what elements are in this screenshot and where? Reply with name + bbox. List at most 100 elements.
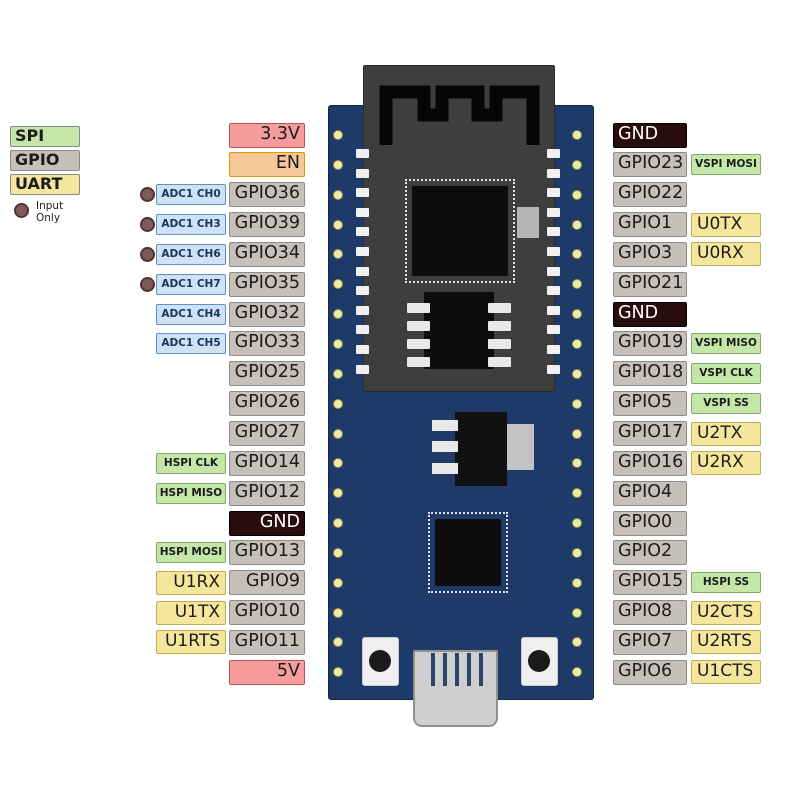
pin-func-u1rts: U1RTS [156,630,226,655]
pin-gpio15: GPIO15 [613,570,687,596]
pin-func-adc1-ch0: ADC1 CH0 [156,184,226,206]
pin-hole [333,637,343,648]
boot-button [362,637,399,686]
pin-func-u0rx: U0RX [691,242,761,267]
module-pad [356,345,369,354]
pin-hole [333,518,343,529]
pin-hole [333,368,343,379]
pin-gpio35: GPIO35 [229,271,305,297]
pin-gnd: GND [229,510,305,536]
pin-gpio13: GPIO13 [229,540,305,566]
pin-func-vspi-ss: VSPI SS [691,393,761,415]
pin-hole [333,309,343,320]
pin-3-3v: 3.3V [229,122,305,148]
pin-gpio22: GPIO22 [613,182,687,208]
input-only-icon [140,187,155,203]
pin-hole [333,607,343,618]
pin-hole [572,547,582,558]
pin-func-vspi-clk: VSPI CLK [691,363,761,385]
pin-gpio6: GPIO6 [613,659,687,685]
pin-hole [333,398,343,409]
flash-pin [488,321,511,331]
pin-gpio33: GPIO33 [229,331,305,357]
module-pad [356,188,369,198]
pin-5v: 5V [229,659,305,685]
flash-chip [424,292,494,369]
pin-gnd: GND [613,122,687,148]
module-pad [356,207,369,217]
pin-hole [333,338,343,349]
pin-gpio1: GPIO1 [613,212,687,238]
pin-gpio16: GPIO16 [613,450,687,476]
module-pad [356,305,369,315]
pin-hole [333,279,343,290]
usb-slot [479,653,483,686]
input-only-icon [14,203,29,218]
pin-gpio32: GPIO32 [229,301,305,327]
regulator-tab [507,424,534,470]
pin-func-hspi-ss: HSPI SS [691,572,761,594]
module-pad [547,207,560,217]
flash-pin [488,303,511,313]
input-only-icon [140,217,155,233]
pin-hole [333,458,343,469]
module-pad [547,247,560,256]
pin-hole [572,667,582,678]
regulator-pin [432,463,458,474]
module-pad [547,188,560,198]
pin-func-adc1-ch4: ADC1 CH4 [156,303,226,325]
antenna-icon [379,85,540,145]
pin-gpio8: GPIO8 [613,600,687,626]
pin-gpio23: GPIO23 [613,152,687,178]
usb-uart-chip-die [435,519,501,586]
pin-gpio11: GPIO11 [229,629,305,655]
module-pad [356,364,369,374]
pin-func-u1tx: U1TX [156,600,226,625]
pin-func-u2rts: U2RTS [691,630,761,655]
pin-gpio39: GPIO39 [229,212,305,238]
pin-hole [333,488,343,499]
pin-func-adc1-ch5: ADC1 CH5 [156,333,226,355]
pin-gpio25: GPIO25 [229,361,305,387]
pin-gpio4: GPIO4 [613,480,687,506]
pin-func-u1rx: U1RX [156,570,226,595]
module-pad [356,227,369,237]
pin-gpio27: GPIO27 [229,421,305,446]
pin-hole [572,488,582,499]
pin-gpio17: GPIO17 [613,421,687,446]
legend-gpio: GPIO [10,150,80,171]
usb-slot [467,653,471,686]
usb-slot [431,653,435,686]
pin-hole [572,607,582,618]
module-pad [547,325,560,335]
pin-hole [572,518,582,529]
pin-gpio7: GPIO7 [613,629,687,655]
pin-hole [572,637,582,648]
pin-func-adc1-ch7: ADC1 CH7 [156,273,226,295]
pin-hole [572,130,582,140]
pin-hole [572,398,582,409]
pin-hole [333,577,343,588]
pin-hole [572,279,582,290]
pin-func-u1cts: U1CTS [691,660,761,685]
module-pad [356,286,369,296]
pin-gpio10: GPIO10 [229,600,305,626]
regulator-pin [432,441,458,452]
pin-func-adc1-ch3: ADC1 CH3 [156,214,226,236]
pin-gpio2: GPIO2 [613,540,687,566]
pin-en: EN [229,152,305,178]
pin-func-u2cts: U2CTS [691,600,761,625]
module-pad [356,168,369,178]
pin-hole [333,547,343,558]
pin-hole [333,219,343,230]
flash-pin [488,357,511,367]
input-only-label: Input Only [36,200,64,224]
usb-slot [443,653,447,686]
usb-slot [455,653,459,686]
esp32-chip-die [412,186,508,276]
input-only-icon [140,246,155,262]
module-pad [356,149,369,158]
pin-hole [333,428,343,439]
pin-gpio9: GPIO9 [229,570,305,596]
